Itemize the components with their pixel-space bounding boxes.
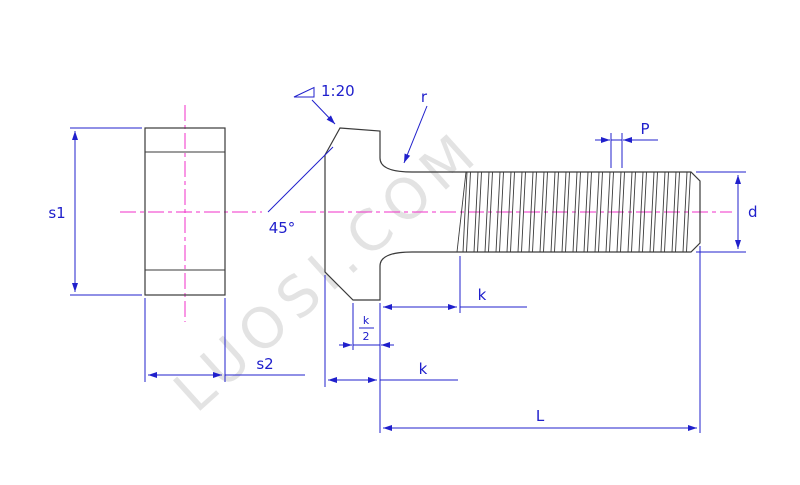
pitch-extension-lines xyxy=(610,133,623,168)
taper-leader-line xyxy=(311,99,336,125)
chamfer-angle-label: 45° xyxy=(269,219,296,237)
dim-s2: s2 xyxy=(144,298,305,382)
dim-d: d xyxy=(696,171,758,253)
fillet-radius-label: r xyxy=(421,88,428,106)
thread-pattern xyxy=(461,172,691,252)
taper-ratio-label: 1:20 xyxy=(321,82,355,100)
s2-extension-lines xyxy=(144,298,226,382)
radius-leader-line xyxy=(403,105,428,164)
length-label: L xyxy=(536,407,545,425)
front-view xyxy=(144,127,226,296)
leader-radius: r xyxy=(403,88,428,164)
k-half-numerator: k xyxy=(363,314,370,327)
taper-symbol-icon xyxy=(293,86,315,98)
dim-k-neck: k xyxy=(379,256,527,433)
diameter-extension-lines xyxy=(696,171,746,253)
s1-label: s1 xyxy=(48,204,65,222)
dim-k-head: k xyxy=(324,275,458,387)
leader-taper: 1:20 xyxy=(293,82,355,125)
s1-extension-lines xyxy=(70,127,142,296)
dim-length: L xyxy=(383,246,701,433)
dim-k-half: k 2 xyxy=(339,303,394,350)
s2-label: s2 xyxy=(256,355,273,373)
side-view xyxy=(324,127,701,301)
k-neck-label: k xyxy=(478,286,487,304)
chamfer-angle-line xyxy=(267,146,334,213)
k-head-label: k xyxy=(419,360,428,378)
k-half-denominator: 2 xyxy=(363,330,370,343)
bolt-outline xyxy=(324,127,701,301)
dim-s1: s1 xyxy=(48,127,142,296)
angle-45: 45° xyxy=(267,146,334,237)
watermark-text: LUOSI.COM xyxy=(162,118,493,425)
pitch-label: P xyxy=(640,120,649,138)
diameter-label: d xyxy=(748,203,758,221)
dim-p: P xyxy=(595,120,658,168)
head-front-outline xyxy=(144,127,226,296)
k-neck-extension-lines xyxy=(379,256,461,433)
